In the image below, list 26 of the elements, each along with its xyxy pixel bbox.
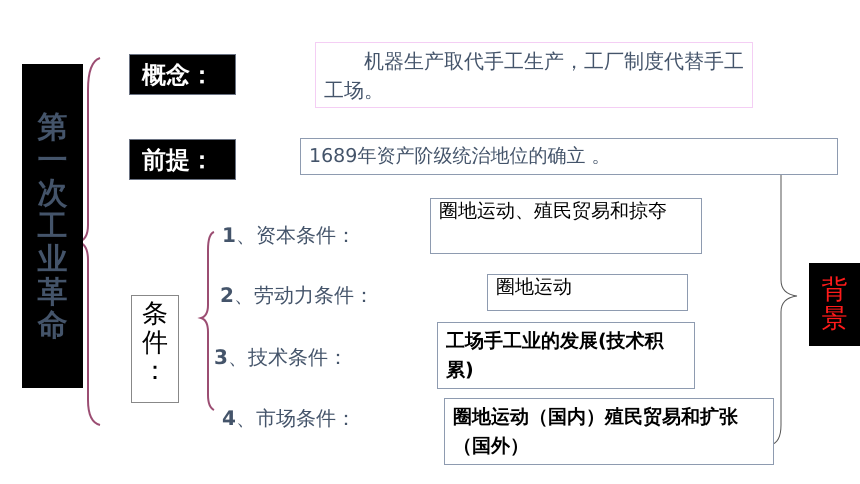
condition-label: 2、劳动力条件： <box>220 282 374 309</box>
text-box <box>487 274 688 311</box>
node-text: 圈地运动 <box>496 277 573 299</box>
condition-label: 1、资本条件： <box>222 222 356 249</box>
heading-box <box>809 263 860 346</box>
title-box <box>22 64 83 388</box>
heading-tag <box>129 139 236 180</box>
node-text: 概念： <box>142 60 214 90</box>
node-text: 圈地运动（国内）殖民贸易和扩张（国外） <box>453 405 739 460</box>
heading-box <box>131 295 179 403</box>
node-text: 1689年资产阶级统治地位的确立 。 <box>309 144 610 170</box>
condition-label: 4、市场条件： <box>222 405 356 432</box>
node-text: 前提： <box>142 144 214 176</box>
text-box <box>315 42 753 108</box>
node-text: 圈地运动、殖民贸易和掠夺 <box>439 201 668 223</box>
text-box <box>430 198 702 254</box>
node-text: 第一次工业革命 <box>38 110 68 342</box>
text-box <box>437 322 695 389</box>
condition-label: 3、技术条件： <box>214 344 348 371</box>
node-text: 背景 <box>822 276 848 334</box>
node-text: 条件： <box>142 300 168 388</box>
node-text: 机器生产取代手工生产，工厂制度代替手工工场。 <box>324 48 744 104</box>
heading-tag <box>129 54 236 95</box>
node-text: 工场手工业的发展(技术积累) <box>446 329 665 384</box>
text-box <box>300 138 838 175</box>
text-box <box>444 398 774 465</box>
